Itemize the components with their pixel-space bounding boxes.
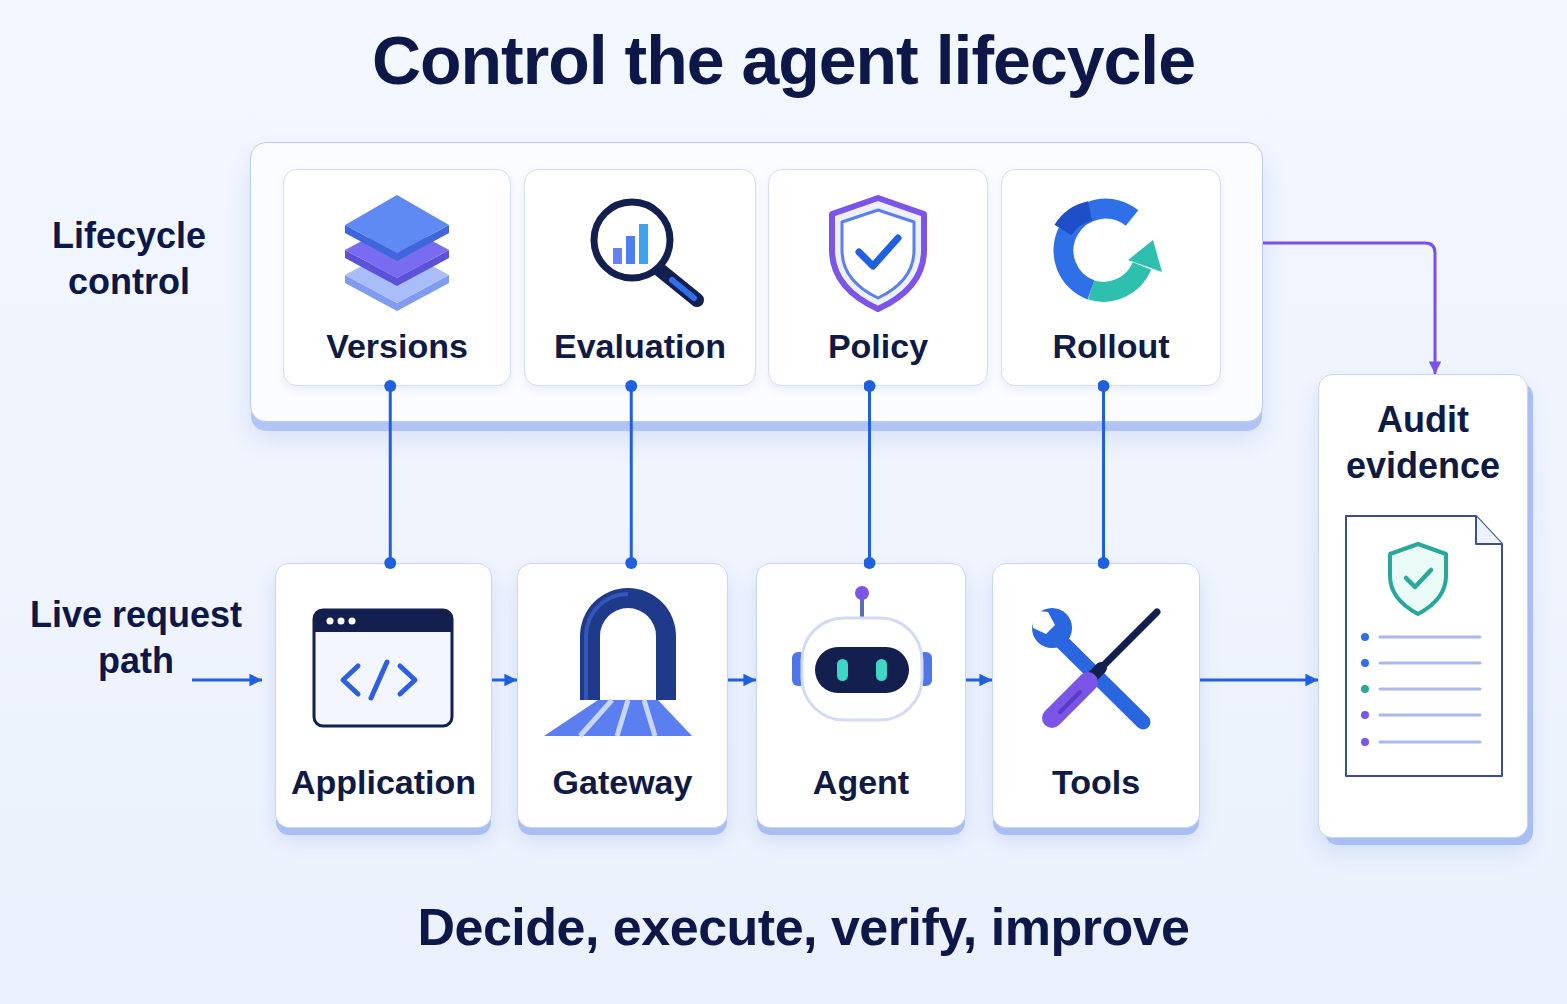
flow-arrow [492, 679, 517, 682]
card-label: Evaluation [525, 326, 755, 366]
control-card: Versions [283, 169, 511, 386]
control-card: Rollout [1001, 169, 1221, 386]
card-label: Application [276, 762, 491, 802]
control-card: Evaluation [524, 169, 756, 386]
path-card: Tools [992, 563, 1200, 828]
entry-arrow [192, 680, 262, 681]
path-card: Agent [756, 563, 966, 828]
flow-arrow [1200, 679, 1318, 682]
card-label: Audit evidence [1329, 397, 1517, 489]
control-card: Policy [768, 169, 988, 386]
diagram-title: Control the agent lifecycle [0, 18, 1567, 102]
flow-arrow [1263, 243, 1435, 374]
card-label: Gateway [518, 762, 727, 802]
path-card: Gateway [517, 563, 728, 828]
card-label: Versions [284, 326, 510, 366]
card-label: Agent [757, 762, 965, 802]
flow-arrow [728, 679, 756, 682]
row-label: Live request path [18, 592, 254, 684]
flow-arrow [966, 679, 992, 682]
card-label: Policy [769, 326, 987, 366]
card-label: Rollout [1002, 326, 1220, 366]
evidence-card: Audit evidence [1318, 374, 1528, 838]
entry-arrow-part [192, 679, 262, 682]
path-card: Application [275, 563, 492, 828]
band-heading: Lifecycle control [29, 213, 229, 305]
card-label: Tools [993, 762, 1199, 802]
lifecycle-band: Lifecycle controlVersionsEvaluationPolic… [250, 142, 1263, 422]
diagram-caption: Decide, execute, verify, improve [20, 892, 1567, 962]
